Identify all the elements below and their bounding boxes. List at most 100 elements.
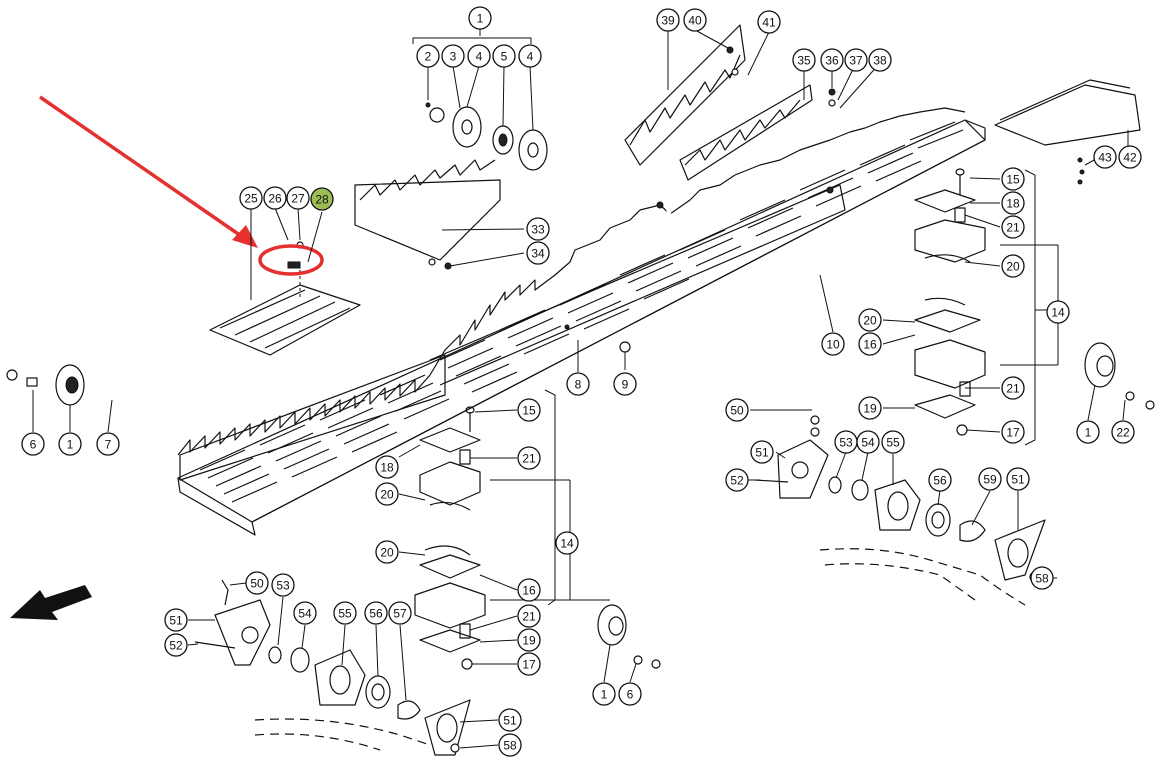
callout-17: 17 (1001, 420, 1025, 444)
callout-label: 52 (169, 639, 183, 653)
callout-10: 10 (821, 332, 845, 356)
callout-33: 33 (526, 217, 550, 241)
callout-17: 17 (517, 652, 541, 676)
callout-label: 21 (1006, 382, 1020, 396)
callout-label: 25 (244, 192, 258, 206)
callout-41: 41 (757, 10, 781, 34)
callout-37: 37 (844, 48, 868, 72)
callout-label: 17 (522, 658, 536, 672)
callout-label: 8 (575, 378, 582, 392)
callout-label: 19 (522, 634, 536, 648)
callout-15: 15 (1001, 167, 1025, 191)
callout-label: 14 (1051, 306, 1065, 320)
callout-label: 6 (627, 688, 634, 702)
callout-35: 35 (792, 48, 816, 72)
direction-arrow-icon (10, 585, 92, 620)
callout-7: 7 (96, 432, 120, 456)
callout-51: 51 (1006, 467, 1030, 491)
callout-label: 57 (393, 607, 407, 621)
callout-42: 42 (1118, 145, 1142, 169)
callout-3: 3 (441, 44, 465, 68)
callout-label: 59 (983, 473, 997, 487)
sieve-frame (177, 107, 986, 536)
callout-34: 34 (526, 241, 550, 265)
callout-51: 51 (498, 708, 522, 732)
callout-25: 25 (239, 186, 263, 210)
callout-label: 6 (30, 438, 37, 452)
callout-1: 1 (468, 6, 492, 30)
callout-label: 53 (839, 436, 853, 450)
callout-label: 1 (601, 688, 608, 702)
callout-52: 52 (164, 633, 188, 657)
callout-52: 52 (725, 468, 749, 492)
callout-label: 1 (67, 438, 74, 452)
callout-label: 5 (501, 50, 508, 64)
callout-21: 21 (1001, 376, 1025, 400)
callout-36: 36 (820, 48, 844, 72)
callout-label: 20 (863, 314, 877, 328)
callout-label: 19 (863, 402, 877, 416)
callout-label: 42 (1123, 151, 1137, 165)
callout-label: 41 (762, 16, 776, 30)
callout-label: 28 (315, 193, 329, 207)
callout-label: 20 (1006, 260, 1020, 274)
callout-50: 50 (245, 571, 269, 595)
callout-label: 27 (291, 192, 305, 206)
callout-56: 56 (364, 601, 388, 625)
callout-38: 38 (868, 48, 892, 72)
callout-label: 18 (1006, 197, 1020, 211)
callout-57: 57 (388, 601, 412, 625)
callout-4: 4 (467, 44, 491, 68)
callout-label: 39 (661, 14, 675, 28)
callout-6: 6 (618, 682, 642, 706)
callout-label: 55 (338, 607, 352, 621)
callout-1: 1 (1076, 420, 1100, 444)
callout-label: 16 (522, 584, 536, 598)
callout-label: 9 (622, 378, 629, 392)
callout-16: 16 (517, 578, 541, 602)
callout-label: 21 (1006, 221, 1020, 235)
callout-label: 7 (105, 438, 112, 452)
callout-label: 56 (369, 607, 383, 621)
highlight-marker (39, 95, 324, 276)
callout-label: 58 (503, 739, 517, 753)
callout-1: 1 (592, 682, 616, 706)
callout-20: 20 (375, 482, 399, 506)
callout-53: 53 (271, 573, 295, 597)
callout-label: 37 (849, 54, 863, 68)
callout-label: 54 (298, 607, 312, 621)
callout-19: 19 (517, 628, 541, 652)
callout-label: 53 (276, 579, 290, 593)
callout-19: 19 (858, 396, 882, 420)
callout-label: 51 (755, 446, 769, 460)
callout-21: 21 (1001, 215, 1025, 239)
callout-58: 58 (1030, 566, 1054, 590)
callout-label: 54 (861, 436, 875, 450)
callout-43: 43 (1093, 145, 1117, 169)
callout-label: 20 (380, 488, 394, 502)
callout-label: 1 (477, 12, 484, 26)
callout-label: 51 (169, 614, 183, 628)
callout-55: 55 (881, 430, 905, 454)
callout-26: 26 (263, 186, 287, 210)
callout-label: 2 (425, 50, 432, 64)
callout-label: 35 (797, 54, 811, 68)
callout-20: 20 (1001, 254, 1025, 278)
callout-label: 1 (1085, 426, 1092, 440)
callout-55: 55 (333, 601, 357, 625)
callout-label: 36 (825, 54, 839, 68)
callout-label: 18 (380, 461, 394, 475)
callout-label: 43 (1098, 151, 1112, 165)
callout-label: 4 (476, 50, 483, 64)
callout-label: 4 (527, 50, 534, 64)
callout-1: 1 (58, 432, 82, 456)
callout-6: 6 (21, 432, 45, 456)
callout-4: 4 (518, 44, 542, 68)
callout-label: 55 (886, 436, 900, 450)
callout-label: 33 (531, 223, 545, 237)
callout-label: 56 (933, 474, 947, 488)
callout-label: 10 (826, 338, 840, 352)
callout-21: 21 (517, 446, 541, 470)
callout-label: 21 (522, 452, 536, 466)
